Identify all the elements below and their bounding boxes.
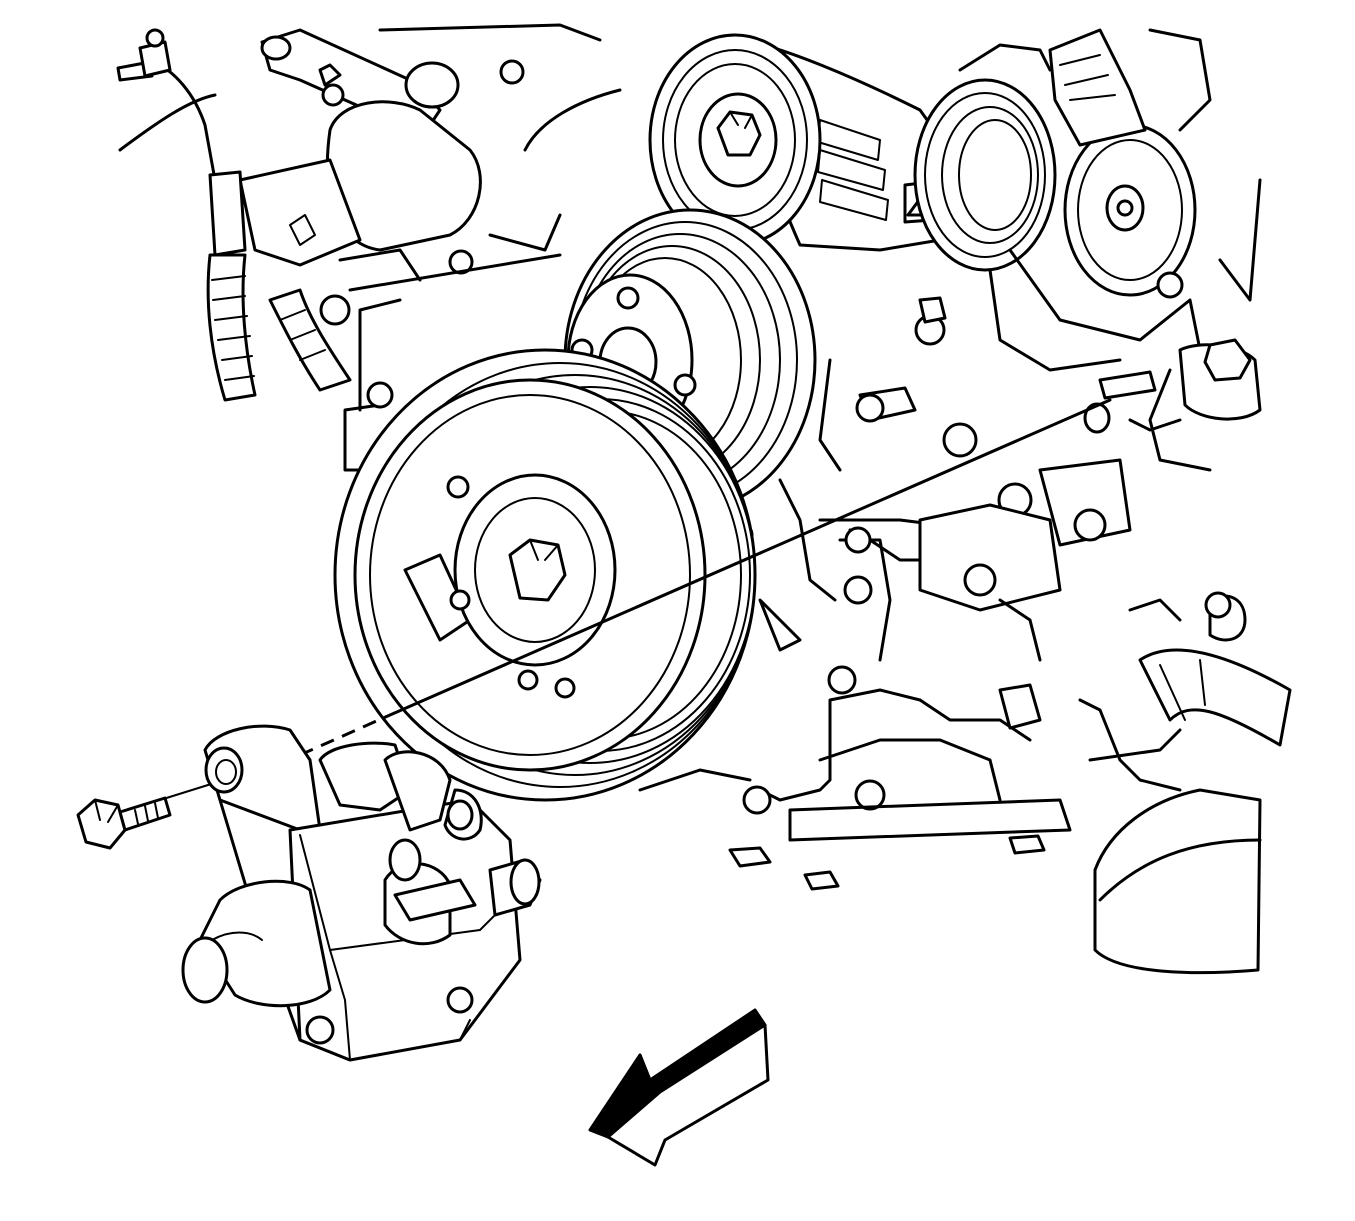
- upper-left-bolt: [116, 28, 172, 82]
- sensor-connector: [958, 28, 1212, 147]
- tensioner-pulley: [913, 78, 1057, 272]
- pump-mounting-bolt: [76, 796, 172, 850]
- right-bracket-assembly: [988, 178, 1262, 472]
- power-steering-pump: [181, 724, 542, 1062]
- crankshaft-balancer: [333, 348, 802, 802]
- lower-radiator-hose: [1093, 591, 1292, 975]
- front-direction-arrow-icon: [588, 1008, 770, 1167]
- accessory-pulley-right: [1063, 123, 1197, 297]
- wiring-harness: [206, 170, 352, 402]
- coolant-outlet-housing: [118, 28, 525, 275]
- oil-pan-front-cover: [638, 458, 1182, 891]
- idler-pulley-upper: [648, 33, 822, 247]
